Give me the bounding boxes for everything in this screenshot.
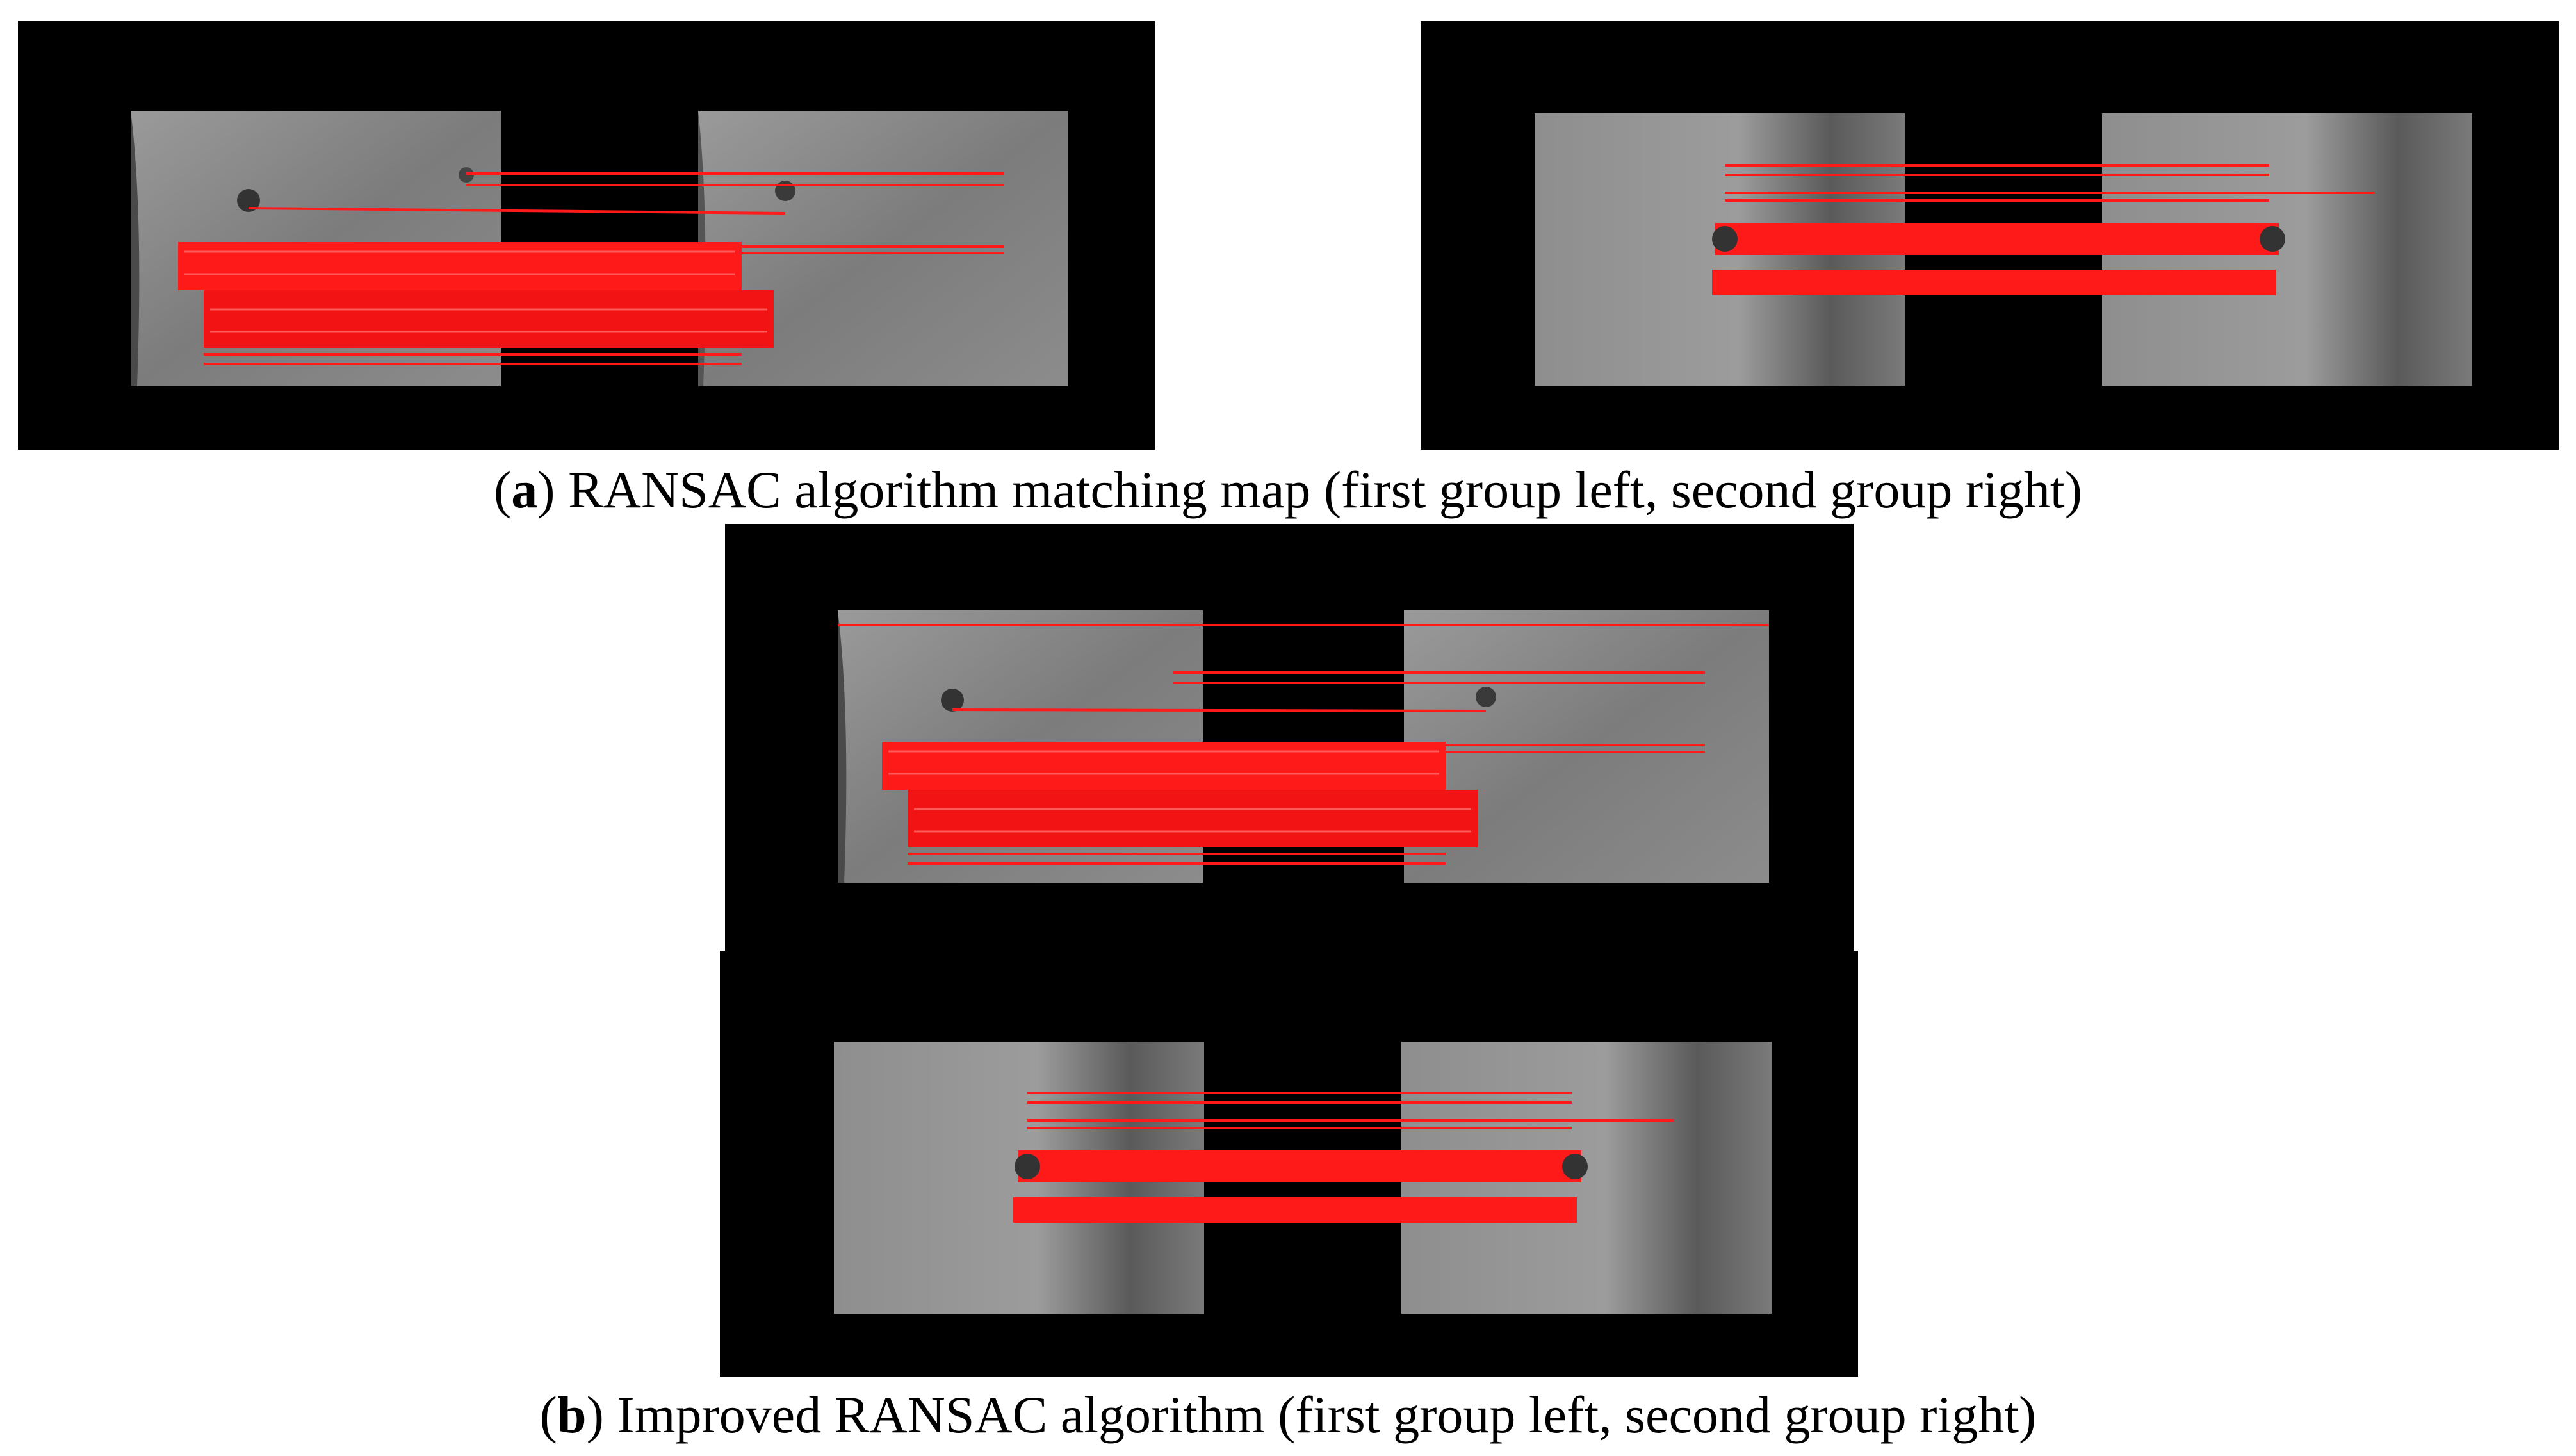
- panel-b-first-group: [725, 524, 1854, 951]
- matching-image-a2: [1535, 113, 2472, 386]
- matching-image-b1: [838, 610, 1769, 883]
- matching-image-b2: [834, 1042, 1772, 1314]
- caption-b: (b) Improved RANSAC algorithm (first gro…: [539, 1386, 2037, 1444]
- matching-image-a1: [131, 111, 1068, 386]
- caption-a: (a) RANSAC algorithm matching map (first…: [493, 461, 2083, 519]
- panel-b-second-group: [720, 951, 1858, 1377]
- panel-a-first-group: [18, 21, 1155, 450]
- panel-a-second-group: [1421, 21, 2559, 450]
